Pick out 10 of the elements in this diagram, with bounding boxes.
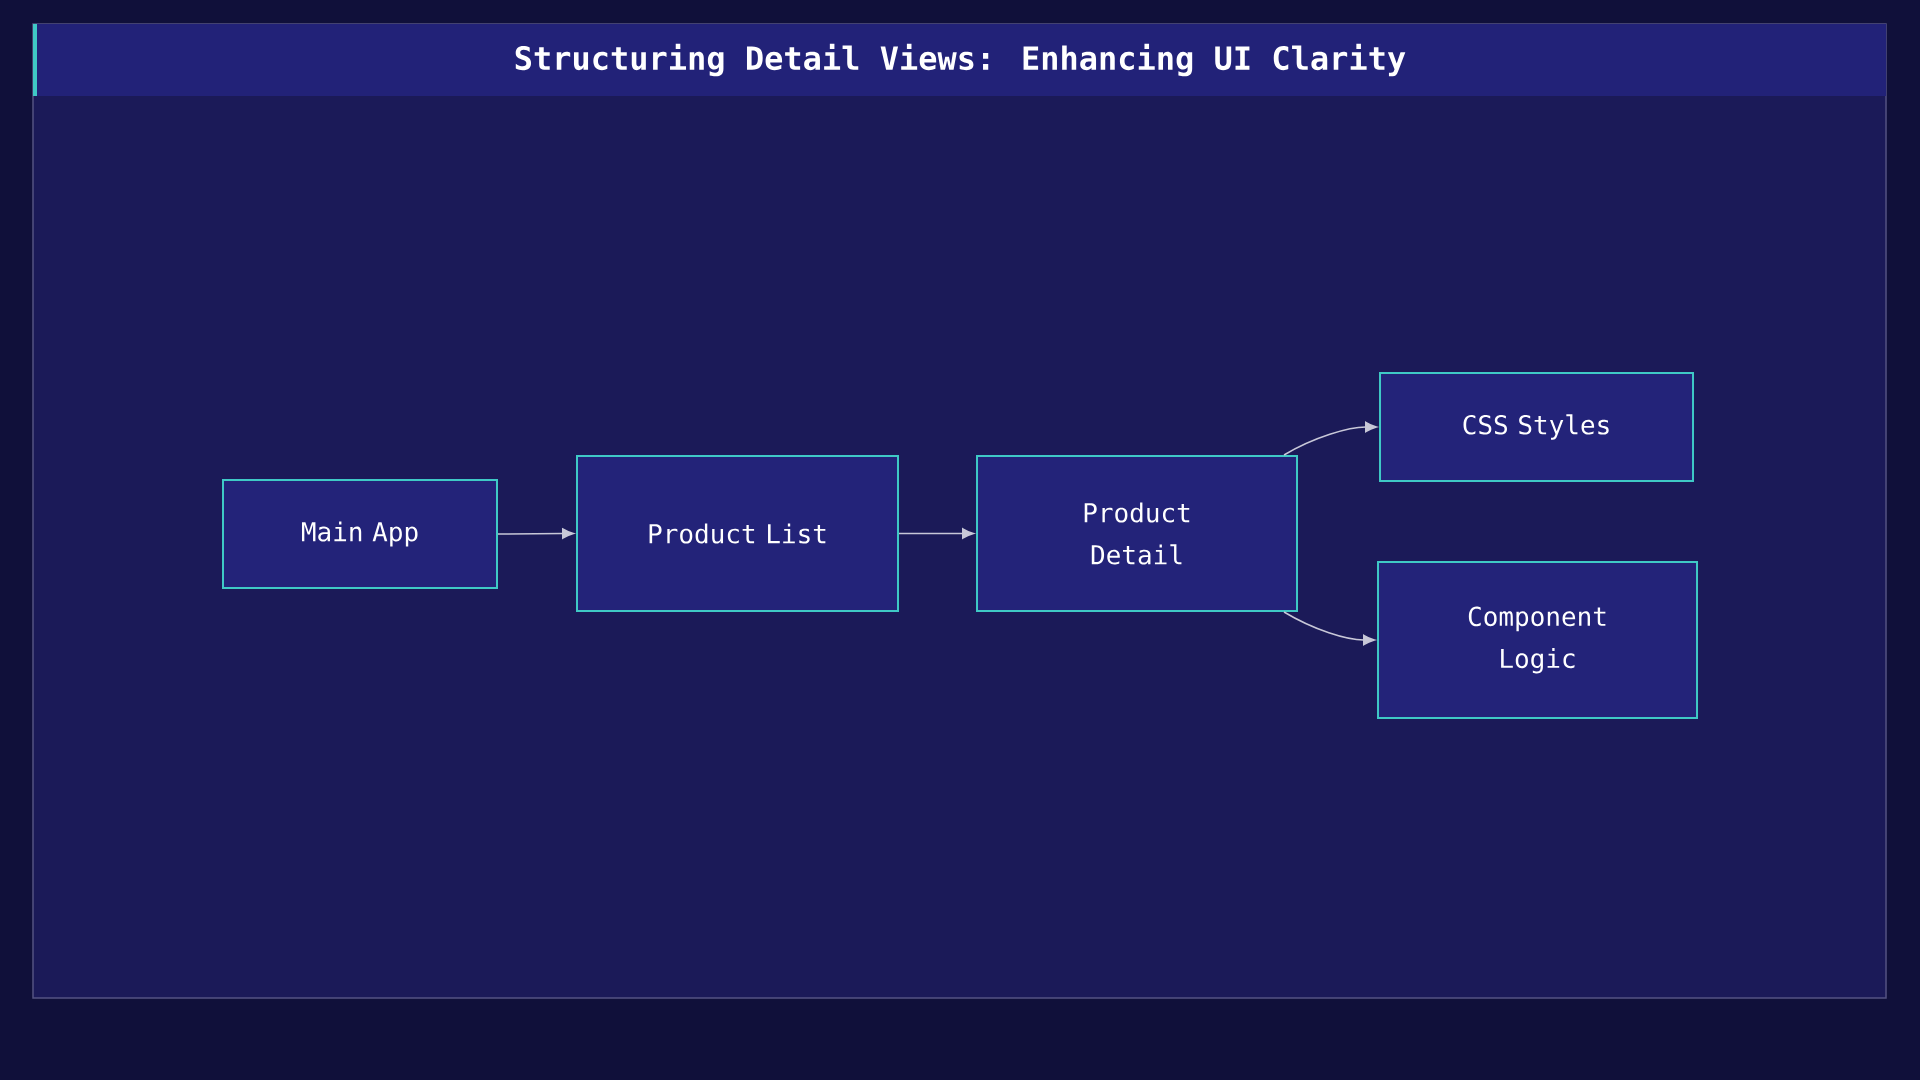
- arrow: [898, 528, 975, 539]
- arrow: [1283, 611, 1376, 646]
- process-box: Product List: [576, 455, 899, 612]
- arrow: [1283, 421, 1378, 456]
- arrow: [497, 528, 575, 539]
- process-box: Component Logic: [1377, 561, 1698, 719]
- process-box: Main App: [222, 479, 498, 589]
- process-box: CSS Styles: [1379, 372, 1694, 482]
- title: Structuring Detail Views: Enhancing UI Clarity: [515, 43, 1406, 77]
- process-box: Product Detail: [976, 455, 1298, 612]
